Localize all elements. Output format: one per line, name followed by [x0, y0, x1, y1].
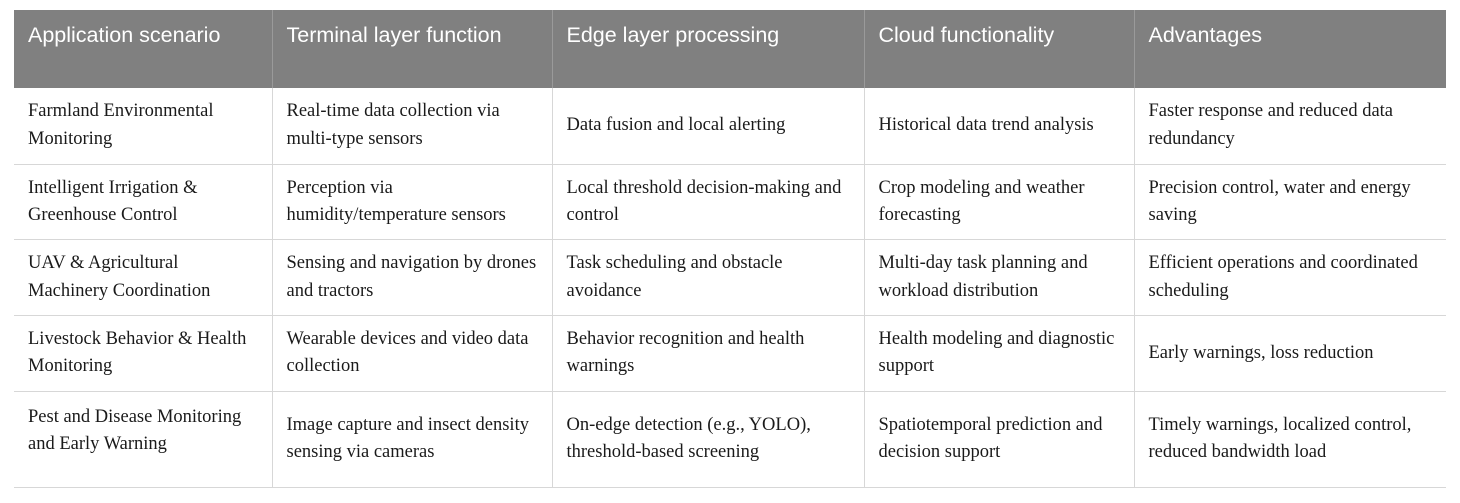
cell-application-scenario: Farmland Environmental Monitoring: [14, 88, 273, 165]
cell-edge-layer-processing: Task scheduling and obstacle avoidance: [552, 239, 865, 316]
cell-text: Perception via humidity/temperature sens…: [286, 177, 506, 225]
cell-text: Data fusion and local alerting: [566, 115, 786, 136]
cell-advantages: Early warnings, loss reduction: [1134, 315, 1446, 392]
cell-text: Crop modeling and weather forecasting: [878, 177, 1085, 225]
cell-text: Health modeling and diagnostic support: [878, 329, 1115, 377]
cell-terminal-layer-function: Real-time data collection via multi-type…: [272, 88, 553, 165]
cell-text: Historical data trend analysis: [878, 115, 1094, 136]
cell-advantages: Timely warnings, localized control, redu…: [1134, 391, 1446, 488]
cell-cloud-functionality: Crop modeling and weather forecasting: [864, 164, 1135, 241]
cell-text: On-edge detection (e.g., YOLO), threshol…: [566, 414, 811, 463]
cell-application-scenario: Pest and Disease Monitoring and Early Wa…: [14, 391, 273, 488]
cell-text: Precision control, water and energy savi…: [1148, 177, 1411, 225]
column-header-label: Advantages: [1148, 23, 1263, 47]
table-row: Pest and Disease Monitoring and Early Wa…: [14, 391, 1446, 488]
cell-terminal-layer-function: Wearable devices and video data collecti…: [272, 315, 553, 392]
cell-text: Real-time data collection via multi-type…: [286, 101, 500, 149]
cell-text: UAV & Agricultural Machinery Coordinatio…: [28, 253, 211, 301]
cell-advantages: Precision control, water and energy savi…: [1134, 164, 1446, 241]
cell-text: Livestock Behavior & Health Monitoring: [28, 329, 247, 377]
cell-terminal-layer-function: Image capture and insect density sensing…: [272, 391, 553, 488]
cell-application-scenario: UAV & Agricultural Machinery Coordinatio…: [14, 239, 273, 316]
cell-cloud-functionality: Spatiotemporal prediction and decision s…: [864, 391, 1135, 488]
column-header-cloud-functionality: Cloud functionality: [864, 10, 1135, 88]
cell-cloud-functionality: Health modeling and diagnostic support: [864, 315, 1135, 392]
table-row: Farmland Environmental Monitoring Real-t…: [14, 88, 1446, 165]
cell-cloud-functionality: Multi-day task planning and workload dis…: [864, 239, 1135, 316]
cell-edge-layer-processing: On-edge detection (e.g., YOLO), threshol…: [552, 391, 865, 488]
table-row: Livestock Behavior & Health Monitoring W…: [14, 315, 1446, 392]
cell-text: Spatiotemporal prediction and decision s…: [878, 414, 1103, 463]
table-row: Intelligent Irrigation & Greenhouse Cont…: [14, 164, 1446, 241]
cell-text: Local threshold decision-making and cont…: [566, 177, 842, 225]
cell-text: Early warnings, loss reduction: [1148, 342, 1374, 363]
cell-application-scenario: Intelligent Irrigation & Greenhouse Cont…: [14, 164, 273, 241]
cell-text: Sensing and navigation by drones and tra…: [286, 253, 537, 301]
cell-terminal-layer-function: Sensing and navigation by drones and tra…: [272, 239, 553, 316]
table-header-row: Application scenario Terminal layer func…: [14, 10, 1446, 88]
cell-text: Task scheduling and obstacle avoidance: [566, 253, 783, 301]
cell-application-scenario: Livestock Behavior & Health Monitoring: [14, 315, 273, 392]
column-header-application-scenario: Application scenario: [14, 10, 273, 88]
column-header-terminal-layer-function: Terminal layer function: [272, 10, 553, 88]
cell-text: Efficient operations and coordinated sch…: [1148, 253, 1418, 301]
cell-edge-layer-processing: Data fusion and local alerting: [552, 88, 865, 165]
column-header-edge-layer-processing: Edge layer processing: [552, 10, 865, 88]
cell-text: Farmland Environmental Monitoring: [28, 101, 214, 149]
application-scenario-table: Application scenario Terminal layer func…: [14, 10, 1446, 488]
cell-text: Multi-day task planning and workload dis…: [878, 253, 1088, 301]
cell-advantages: Efficient operations and coordinated sch…: [1134, 239, 1446, 316]
cell-terminal-layer-function: Perception via humidity/temperature sens…: [272, 164, 553, 241]
cell-text: Intelligent Irrigation & Greenhouse Cont…: [28, 177, 198, 225]
cell-edge-layer-processing: Behavior recognition and health warnings: [552, 315, 865, 392]
cell-text: Pest and Disease Monitoring and Early Wa…: [28, 406, 242, 455]
table-header: Application scenario Terminal layer func…: [14, 10, 1446, 88]
column-header-label: Terminal layer function: [286, 23, 502, 47]
cell-edge-layer-processing: Local threshold decision-making and cont…: [552, 164, 865, 241]
column-header-label: Application scenario: [28, 23, 221, 47]
table-body: Farmland Environmental Monitoring Real-t…: [14, 88, 1446, 488]
table-container: Application scenario Terminal layer func…: [14, 10, 1446, 488]
cell-text: Wearable devices and video data collecti…: [286, 329, 529, 377]
cell-text: Image capture and insect density sensing…: [286, 414, 529, 463]
cell-advantages: Faster response and reduced data redunda…: [1134, 88, 1446, 165]
column-header-advantages: Advantages: [1134, 10, 1446, 88]
column-header-label: Edge layer processing: [566, 23, 780, 47]
cell-text: Timely warnings, localized control, redu…: [1148, 414, 1412, 463]
cell-text: Behavior recognition and health warnings: [566, 329, 805, 377]
cell-text: Faster response and reduced data redunda…: [1148, 101, 1394, 149]
cell-cloud-functionality: Historical data trend analysis: [864, 88, 1135, 165]
table-row: UAV & Agricultural Machinery Coordinatio…: [14, 239, 1446, 316]
column-header-label: Cloud functionality: [878, 23, 1055, 47]
